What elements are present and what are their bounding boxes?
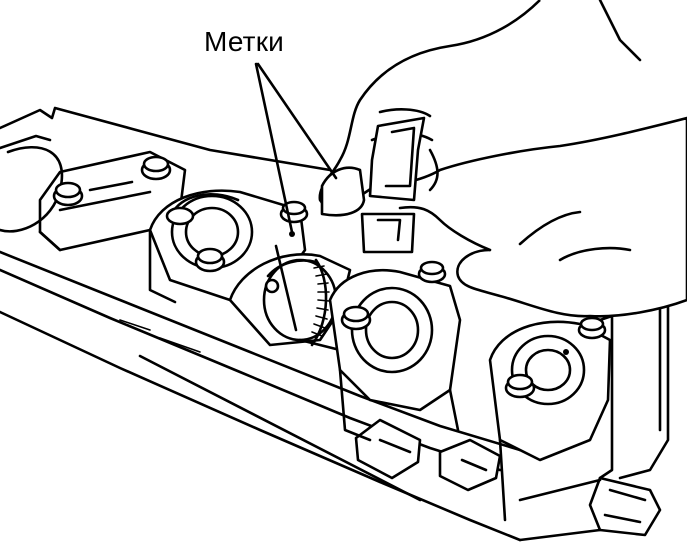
thrust-washer: [320, 116, 426, 254]
callout-leader-lines: [254, 62, 338, 332]
bearing-cap-3: [328, 260, 462, 442]
engine-block: [0, 106, 670, 542]
marks-label: Метки: [204, 26, 284, 57]
bearing-cap-4: [488, 316, 612, 522]
bearing-cap-1: [0, 145, 187, 252]
